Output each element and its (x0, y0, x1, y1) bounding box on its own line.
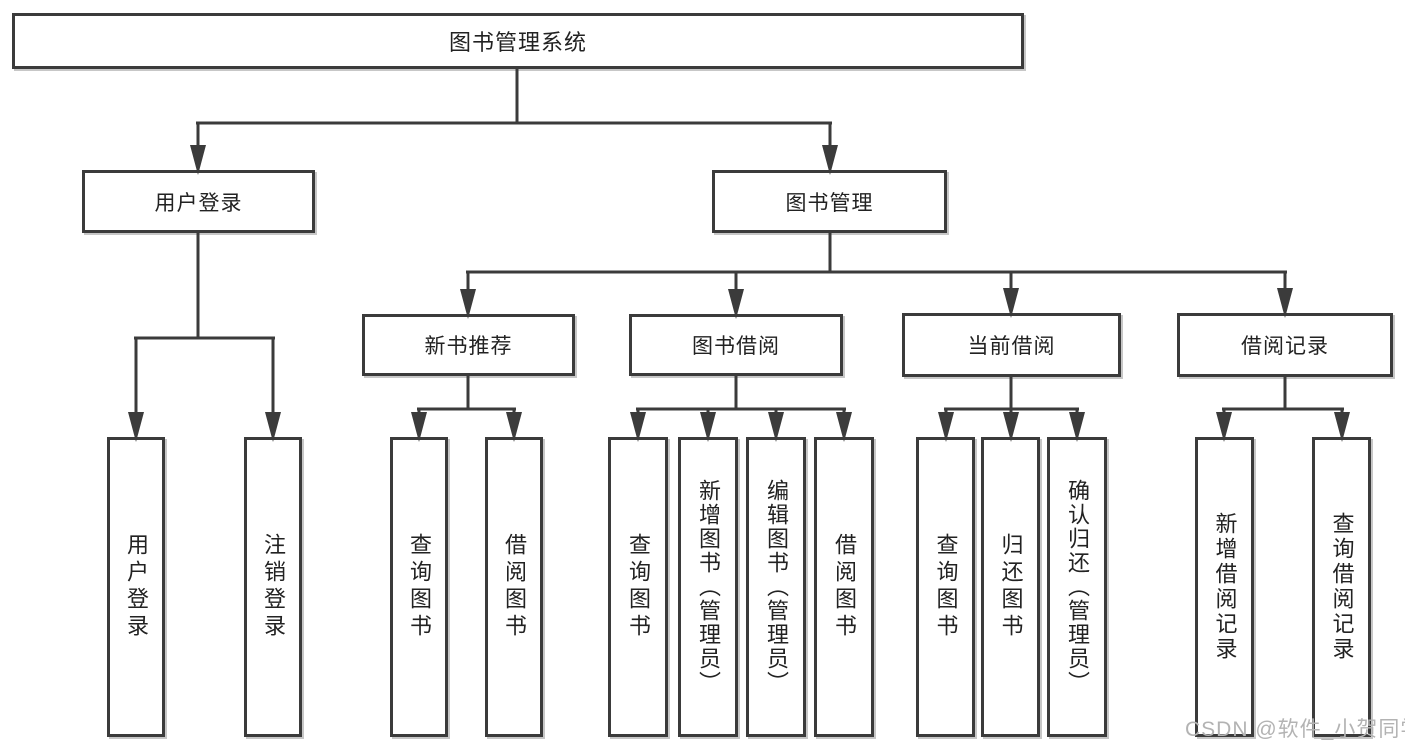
connector-mgmt-to-level2 (460, 233, 1293, 319)
leaf-return-books: 归还图书 (981, 437, 1040, 737)
connector-root-to-level1 (190, 69, 838, 175)
leaf-borrow-books: 借阅图书 (814, 437, 874, 737)
connector-current-to-leaves (938, 377, 1085, 442)
leaf-query-borrow-record: 查询借阅记录 (1312, 437, 1371, 737)
leaf-query-books-borrowing: 查询图书 (608, 437, 668, 737)
node-new-book-recommendation: 新书推荐 (362, 314, 575, 376)
connector-newbook-to-leaves (411, 376, 522, 442)
connector-borrow-to-leaves (630, 376, 852, 442)
leaf-confirm-return-admin: 确认归还（管理员） (1047, 437, 1107, 737)
leaf-logout: 注销登录 (244, 437, 302, 737)
connector-records-to-leaves (1216, 377, 1350, 442)
leaf-borrow-books-recommend: 借阅图书 (485, 437, 543, 737)
csdn-watermark: CSDN @软件_小贺同学 (1185, 718, 1405, 741)
leaf-query-books-recommend: 查询图书 (390, 437, 448, 737)
leaf-add-books-admin: 新增图书（管理员） (678, 437, 738, 737)
node-book-borrowing: 图书借阅 (629, 314, 843, 376)
leaf-query-books-current: 查询图书 (916, 437, 975, 737)
node-library-management-system: 图书管理系统 (12, 13, 1024, 69)
node-user-login: 用户登录 (82, 170, 315, 233)
node-borrowing-records: 借阅记录 (1177, 313, 1393, 377)
leaf-edit-books-admin: 编辑图书（管理员） (746, 437, 806, 737)
node-book-management: 图书管理 (712, 170, 947, 233)
connector-login-to-leaves (128, 233, 281, 442)
leaf-user-login: 用户登录 (107, 437, 165, 737)
node-current-borrowing: 当前借阅 (902, 313, 1121, 377)
leaf-add-borrow-record: 新增借阅记录 (1195, 437, 1254, 737)
